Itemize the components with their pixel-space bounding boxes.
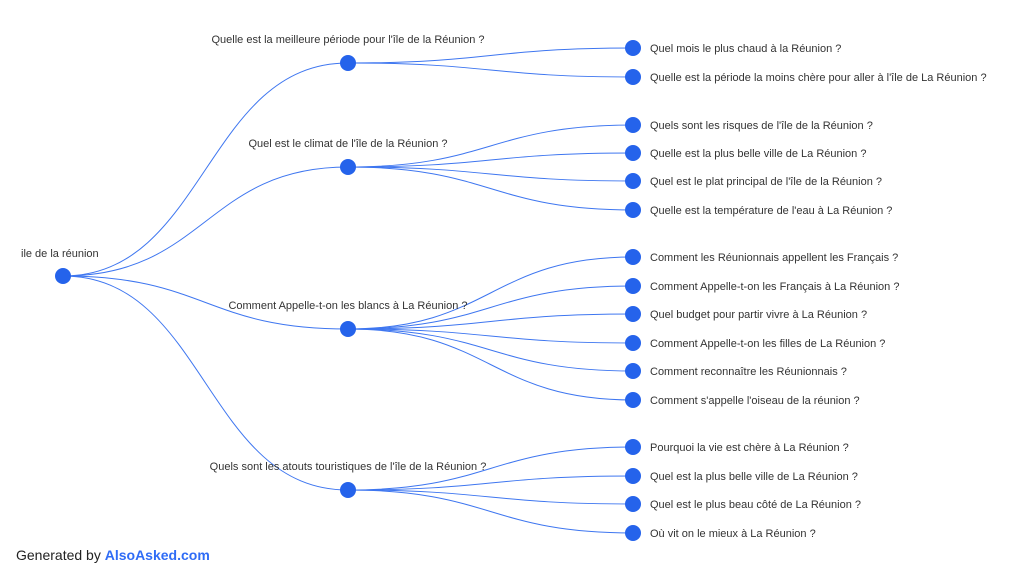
footer: Generated by AlsoAsked.com (16, 547, 210, 563)
leaf-label[interactable]: Quelle est la plus belle ville de La Réu… (650, 148, 866, 160)
link-branch-to-leaf (347, 62, 634, 78)
leaf-label[interactable]: Comment Appelle-t-on les Français à La R… (650, 281, 899, 293)
leaf-label[interactable]: Quel budget pour partir vivre à La Réuni… (650, 309, 867, 321)
link-branch-to-leaf (347, 328, 634, 344)
footer-prefix: Generated by (16, 547, 101, 563)
leaf-label[interactable]: Quels sont les risques de l'île de la Ré… (650, 120, 873, 132)
leaf-label[interactable]: Comment les Réunionnais appellent les Fr… (650, 252, 898, 264)
link-branch-to-leaf (347, 313, 634, 330)
leaf-node[interactable] (625, 468, 641, 484)
leaf-node[interactable] (625, 145, 641, 161)
leaf-label[interactable]: Quelle est la température de l'eau à La … (650, 205, 892, 217)
branch-node[interactable] (340, 159, 356, 175)
branch-node[interactable] (340, 321, 356, 337)
link-branch-to-leaf (347, 489, 634, 505)
leaf-node[interactable] (625, 306, 641, 322)
leaf-label[interactable]: Quel est le plat principal de l'île de l… (650, 176, 882, 188)
link-branch-to-leaf (347, 124, 634, 168)
link-root-to-branch (62, 275, 349, 491)
leaf-node[interactable] (625, 335, 641, 351)
leaf-node[interactable] (625, 496, 641, 512)
leaf-label[interactable]: Où vit on le mieux à La Réunion ? (650, 528, 816, 540)
leaf-node[interactable] (625, 439, 641, 455)
link-branch-to-leaf (347, 489, 634, 534)
leaf-label[interactable]: Quel mois le plus chaud à la Réunion ? (650, 43, 841, 55)
leaf-label[interactable]: Comment s'appelle l'oiseau de la réunion… (650, 395, 860, 407)
link-branch-to-leaf (347, 475, 634, 491)
leaf-label[interactable]: Quel est la plus belle ville de La Réuni… (650, 471, 858, 483)
link-branch-to-leaf (347, 328, 634, 401)
branch-label[interactable]: Quelle est la meilleure période pour l'î… (212, 34, 485, 46)
link-root-to-branch (62, 166, 349, 277)
leaf-label[interactable]: Quelle est la période la moins chère pou… (650, 72, 987, 84)
tree-links (62, 47, 634, 534)
tree-nodes: ile de la réunion Quelle est la meilleure… (21, 34, 987, 541)
leaf-node[interactable] (625, 117, 641, 133)
leaf-node[interactable] (625, 392, 641, 408)
alsoasked-link[interactable]: AlsoAsked.com (104, 547, 210, 563)
leaf-node[interactable] (625, 249, 641, 265)
leaf-node[interactable] (625, 525, 641, 541)
link-branch-to-leaf (347, 256, 634, 330)
leaf-label[interactable]: Quel est le plus beau côté de La Réunion… (650, 499, 861, 511)
leaf-node[interactable] (625, 363, 641, 379)
leaf-node[interactable] (625, 173, 641, 189)
leaf-label[interactable]: Comment Appelle-t-on les filles de La Ré… (650, 338, 885, 350)
branch-node[interactable] (340, 55, 356, 71)
branch-label[interactable]: Quels sont les atouts touristiques de l'… (210, 461, 487, 473)
branch-label[interactable]: Comment Appelle-t-on les blancs à La Réu… (228, 300, 467, 312)
branch-label[interactable]: Quel est le climat de l'île de la Réunio… (249, 138, 448, 150)
leaf-node[interactable] (625, 202, 641, 218)
link-branch-to-leaf (347, 166, 634, 211)
link-branch-to-leaf (347, 152, 634, 168)
link-branch-to-leaf (347, 446, 634, 491)
root-node[interactable] (55, 268, 71, 284)
leaf-node[interactable] (625, 40, 641, 56)
link-root-to-branch (62, 275, 349, 330)
branch-node[interactable] (340, 482, 356, 498)
leaf-node[interactable] (625, 278, 641, 294)
leaf-label[interactable]: Pourquoi la vie est chère à La Réunion ? (650, 442, 849, 454)
link-branch-to-leaf (347, 47, 634, 64)
link-branch-to-leaf (347, 166, 634, 182)
link-branch-to-leaf (347, 285, 634, 330)
leaf-node[interactable] (625, 69, 641, 85)
link-root-to-branch (62, 62, 349, 277)
link-branch-to-leaf (347, 328, 634, 372)
root-label[interactable]: ile de la réunion (21, 248, 99, 260)
leaf-label[interactable]: Comment reconnaître les Réunionnais ? (650, 366, 847, 378)
